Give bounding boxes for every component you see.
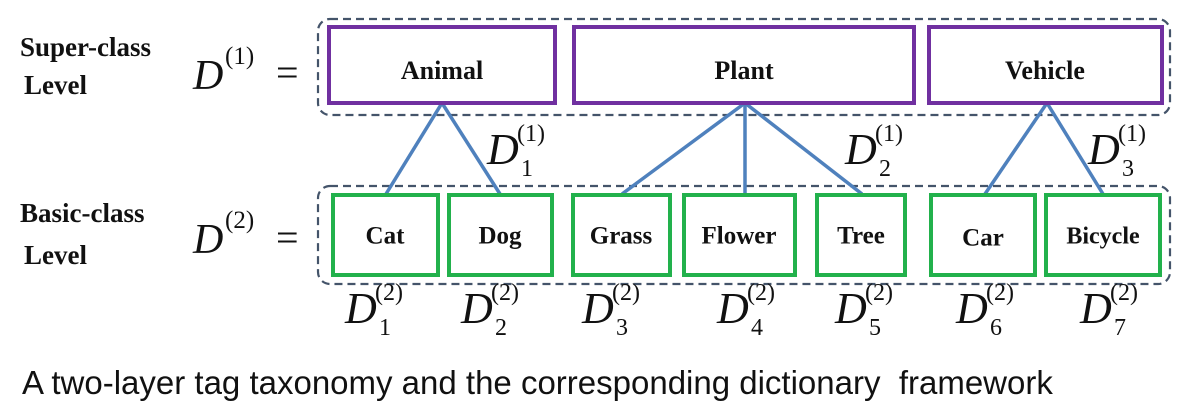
basic-sub-dictionary-7-sub: 7 (1114, 315, 1126, 341)
super-equals-sign: = (276, 50, 299, 95)
basic-sub-dictionary-1: D (2) 1 (344, 280, 403, 341)
basic-sub-dictionary-6-sup: (2) (986, 280, 1014, 306)
edge-animal-dog (440, 102, 502, 195)
super-sub-dictionary-3-sup: (1) (1118, 121, 1146, 147)
super-level-label-line1: Super-class (20, 32, 151, 62)
basic-sub-dictionary-4-sup: (2) (747, 280, 775, 306)
basic-class-boxes: Cat Dog Grass Flower Tree Car Bicycle (331, 193, 1162, 277)
super-sub-dictionary-3-sub: 3 (1122, 156, 1134, 182)
super-class-label-plant: Plant (714, 56, 774, 85)
basic-sub-dictionary-2-symbol: D (460, 284, 493, 333)
super-sub-dictionary-1: D (1) 1 (486, 121, 545, 182)
super-sub-dictionary-2-symbol: D (844, 125, 877, 174)
basic-sub-dictionary-7-sup: (2) (1110, 280, 1138, 306)
basic-level-label-line1: Basic-class (20, 198, 145, 228)
super-class-label-vehicle: Vehicle (1005, 56, 1085, 85)
edge-plant-tree (743, 101, 864, 196)
super-class-box-vehicle (927, 25, 1164, 105)
super-sub-dictionary-1-sup: (1) (517, 121, 545, 147)
super-class-box-plant (572, 25, 916, 105)
basic-sub-dictionary-5-sub: 5 (869, 315, 881, 341)
super-dictionary-symbol: D (192, 53, 223, 99)
super-level-group (316, 17, 1172, 117)
basic-sub-dictionary-4: D (2) 4 (716, 280, 775, 341)
super-sub-dictionary-3: D (1) 3 (1087, 121, 1146, 182)
basic-class-box-flower (682, 193, 797, 277)
basic-sub-dictionary-3-symbol: D (581, 284, 614, 333)
super-sub-dictionary-2: D (1) 2 (844, 121, 903, 182)
super-sub-dictionary-1-sub: 1 (521, 156, 533, 182)
basic-sub-dictionary-2-sub: 2 (495, 315, 507, 341)
edge-animal-cat (384, 102, 444, 195)
basic-sub-dictionary-5-sup: (2) (865, 280, 893, 306)
super-class-label-animal: Animal (401, 56, 483, 85)
basic-equals-sign: = (276, 215, 299, 260)
super-dictionary-superscript: (1) (225, 43, 254, 70)
basic-class-label-car: Car (962, 225, 1004, 252)
basic-sub-dictionary-3: D (2) 3 (581, 280, 640, 341)
basic-class-label-flower: Flower (702, 223, 777, 250)
edge-vehicle-bicycle (1045, 102, 1105, 195)
figure-caption: A two-layer tag taxonomy and the corresp… (22, 364, 1053, 401)
basic-class-box-tree (815, 193, 907, 277)
basic-class-label-dog: Dog (478, 223, 522, 250)
basic-sub-dictionary-6-sub: 6 (990, 315, 1002, 341)
basic-sub-dictionary-1-sup: (2) (375, 280, 403, 306)
basic-sub-dictionary-6: D (2) 6 (955, 280, 1014, 341)
basic-sub-dictionary-1-symbol: D (344, 284, 377, 333)
super-level-label-line2: Level (24, 70, 87, 100)
basic-class-label-cat: Cat (366, 223, 406, 250)
basic-sub-dictionary-4-sub: 4 (751, 315, 763, 341)
basic-class-box-grass (571, 193, 672, 277)
super-sub-dictionary-2-sup: (1) (875, 121, 903, 147)
basic-class-box-cat (331, 193, 440, 277)
basic-sub-dictionary-1-sub: 1 (379, 315, 391, 341)
super-class-box-animal (327, 25, 557, 105)
basic-level-group (316, 184, 1172, 286)
super-class-boxes: Animal Plant Vehicle (327, 25, 1164, 105)
basic-sub-dictionary-2: D (2) 2 (460, 280, 519, 341)
super-sub-dictionary-2-sub: 2 (879, 156, 891, 182)
basic-dictionary-symbol: D (192, 217, 223, 263)
basic-sub-dictionary-5-symbol: D (834, 284, 867, 333)
basic-sub-dictionary-2-sup: (2) (491, 280, 519, 306)
edges (384, 101, 1105, 196)
basic-class-box-car (929, 193, 1037, 277)
basic-class-label-tree: Tree (837, 223, 885, 250)
basic-sub-dictionary-7: D (2) 7 (1079, 280, 1138, 341)
edge-vehicle-car (983, 102, 1049, 195)
basic-sub-dictionary-5: D (2) 5 (834, 280, 893, 341)
basic-sub-dictionary-4-symbol: D (716, 284, 749, 333)
basic-level-label-line2: Level (24, 240, 87, 270)
basic-class-box-bicycle (1044, 193, 1162, 277)
basic-class-label-grass: Grass (590, 223, 653, 250)
super-sub-dictionary-1-symbol: D (486, 125, 519, 174)
basic-sub-dictionary-7-symbol: D (1079, 284, 1112, 333)
basic-dictionary-superscript: (2) (225, 207, 254, 234)
basic-class-box-dog (447, 193, 554, 277)
super-sub-dictionary-3-symbol: D (1087, 125, 1120, 174)
basic-sub-dictionary-3-sub: 3 (616, 315, 628, 341)
basic-sub-dictionary-3-sup: (2) (612, 280, 640, 306)
basic-class-label-bicycle: Bicycle (1066, 224, 1140, 250)
basic-sub-dictionary-6-symbol: D (955, 284, 988, 333)
edge-plant-grass (620, 101, 747, 196)
